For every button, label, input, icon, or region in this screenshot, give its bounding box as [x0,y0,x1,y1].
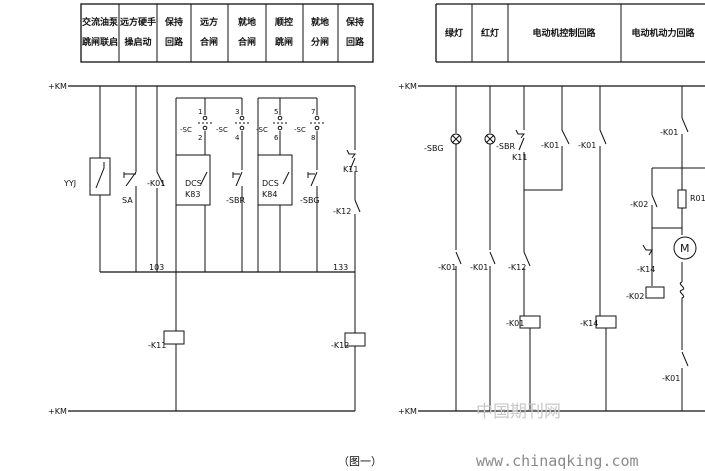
header-5-line2: 跳闸 [275,36,293,48]
header-1-line2: 操启动 [124,36,151,48]
sw-num-6: 6 [274,134,279,142]
header-3-line1: 远方 [200,16,218,28]
k01-power-label: -K01 [660,128,678,137]
coil-k11-label: -K11 [148,341,166,350]
right-diagram: +KM +KM -SBG -K01 -SBR -K01 [398,82,705,416]
sbg-contact [307,171,318,272]
coil-k14 [595,315,617,329]
yyj-relay [89,157,111,196]
header-0-line2: 跳闸联启 [82,36,118,48]
figure-caption: （图一） [338,455,382,468]
sbr-contact [232,171,243,272]
k14-power-label: -K14 [637,265,655,274]
sbg-label: -SBG [300,196,320,205]
header-control-circuit: 电动机控制回路 [532,27,596,39]
coil-k02 [645,286,665,299]
k11-label: K11 [343,165,358,174]
coil-k01-label: -K01 [506,319,524,328]
header-1-line1: 远方硬手 [120,16,156,28]
sw-num-1: 1 [198,108,202,116]
header-6-line2: 分闸 [311,36,329,48]
node-103: 103 [149,263,164,272]
yyj-label: YYJ [63,179,76,188]
sw-num-3: 3 [235,108,239,116]
k01-no-label: -K01 [470,263,488,272]
sw-num-2: 2 [198,134,202,142]
k11-contact [346,149,356,200]
sa-label: SA [122,196,133,205]
sbr-label: -SBR [226,196,245,205]
right-top-bus-label: +KM [398,82,417,91]
dcs-k84-box [257,154,293,206]
sw-num-7: 7 [311,108,315,116]
header-red-lamp: 红灯 [481,27,499,39]
header-4-line2: 合闸 [238,36,256,48]
header-7-line1: 保持 [345,16,364,28]
coil-k12-label: -K12 [331,341,349,350]
k01-ctrl-label: -K01 [541,141,559,150]
sc-label-1: -SC [180,126,192,134]
sa-switch [123,171,137,272]
k12-label: -K12 [333,207,351,216]
dcs-k84-line2: K84 [262,190,277,199]
k12-ctrl-label: -K12 [508,263,526,272]
right-bottom-bus-label: +KM [398,407,417,416]
header-2-line1: 保持 [164,16,183,28]
coil-k14-label: -K14 [580,319,598,328]
sw-num-5: 5 [274,108,278,116]
dcs-k83-box [175,154,211,206]
k01-contact [156,171,165,272]
dcs-k83-line1: DCS [185,179,202,188]
header-7-line2: 回路 [346,36,365,48]
k01-label: -K01 [147,179,165,188]
motor-icon [673,236,697,260]
sw-num-8: 8 [311,134,315,142]
k01-power2-label: -K01 [662,374,680,383]
dcs-k84-line1: DCS [262,179,279,188]
sc-label-3: -SC [256,126,268,134]
coil-k11 [163,330,185,345]
left-top-bus-label: +KM [48,82,67,91]
k11-ctrl-contact [515,129,563,191]
k02-power-label: -K02 [630,200,648,209]
sc-label-2: -SC [216,126,228,134]
k12-contact [354,199,361,272]
dcs-k83-line2: K83 [185,190,200,199]
sbr-lamp-label: -SBR [496,142,515,151]
watermark-url: www.chinaqking.com [476,452,639,470]
header-4-line1: 就地 [238,16,256,28]
left-header-table: 交流油泵 跳闸联启 远方硬手 操启动 保持 回路 远方 合闸 就地 合闸 顺控 … [80,3,374,63]
right-header-table: 绿灯 红灯 电动机控制回路 电动机动力回路 [435,3,705,63]
sbg-lamp-label: -SBG [424,144,444,153]
r01-label: R01 [690,194,705,203]
node-133: 133 [333,263,348,272]
sw-num-4: 4 [235,134,240,142]
header-power-circuit: 电动机动力回路 [631,27,695,39]
k01-ctrl2-label: -K01 [578,141,596,150]
k01-nc-label: -K01 [438,263,456,272]
left-diagram: +KM +KM YYJ SA -K01 [48,82,366,416]
resistor-r01 [677,189,687,209]
header-2-line2: 回路 [165,36,184,48]
sc-label-4: -SC [294,126,306,134]
header-6-line1: 就地 [311,16,329,28]
header-green-lamp: 绿灯 [445,27,463,39]
header-5-line1: 顺控 [275,16,293,28]
header-0-line1: 交流油泵 [82,16,119,28]
coil-k02-label: -K02 [626,292,644,301]
left-bottom-bus-label: +KM [48,407,67,416]
header-3-line2: 合闸 [200,36,218,48]
k11-ctrl-label: K11 [512,153,527,162]
motor-label: M [680,242,690,255]
watermark-cn: 中国期刊网 [476,402,561,422]
